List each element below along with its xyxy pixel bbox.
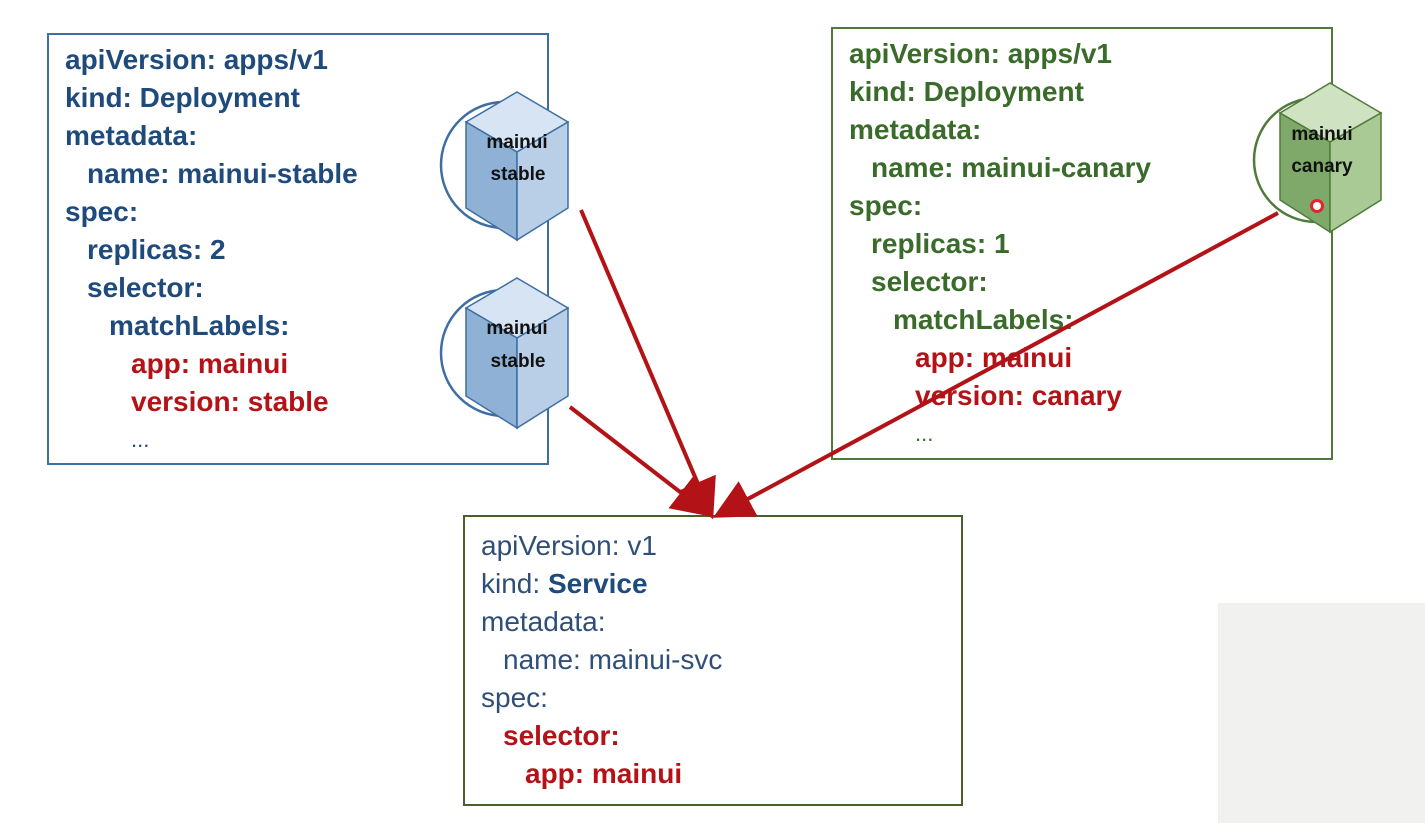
yaml-line: selector: [87,272,204,303]
yaml-line: metadata: [849,114,982,145]
service-selector-app: app: mainui [525,758,683,789]
yaml-line: name: mainui-canary [871,152,1152,183]
pod-version-label: stable [491,164,546,185]
service-box: apiVersion: v1 kind: Service metadata: n… [463,515,963,806]
service-selector: selector: [503,720,620,751]
pod-canary-1: mainui canary [1252,82,1383,234]
arrow-stable-1-to-service [579,209,716,520]
yaml-key: kind: [481,568,548,599]
stable-deployment-box: apiVersion: apps/v1 kind: Deployment met… [47,33,549,465]
pointer-dot [1310,199,1324,213]
yaml-line: matchLabels: [893,304,1074,335]
yaml-line: spec: [849,190,923,221]
yaml-label-app: app: mainui [131,348,289,379]
yaml-line: kind: Deployment [849,76,1084,107]
yaml-line: replicas: 2 [87,234,226,265]
yaml-line: metadata: [65,120,198,151]
arrow-canary-to-service [712,211,1279,518]
yaml-label-version: version: canary [915,380,1122,411]
yaml-line: apiVersion: apps/v1 [849,38,1112,69]
pod-stable-1: mainui stable [439,91,570,242]
pod-version-label: canary [1291,156,1353,177]
canary-deployment-box: apiVersion: apps/v1 kind: Deployment met… [831,27,1333,460]
yaml-ellipsis: ... [131,427,150,452]
pod-name-label: mainui [486,318,547,339]
yaml-line: name: mainui-svc [503,644,723,675]
yaml-line: replicas: 1 [871,228,1010,259]
cube-face [516,306,569,430]
yaml-line: matchLabels: [109,310,290,341]
yaml-line: apiVersion: apps/v1 [65,44,328,75]
yaml-line: spec: [481,682,548,713]
yaml-line: metadata: [481,606,606,637]
yaml-line: name: mainui-stable [87,158,358,189]
pod-name-label: mainui [486,132,547,153]
service-kind-value: Service [547,568,648,599]
yaml-line: apiVersion: v1 [481,530,657,561]
yaml-line: spec: [65,196,139,227]
cube-face [1329,111,1382,234]
canary-deployment-yaml: apiVersion: apps/v1 kind: Deployment met… [849,35,1151,453]
yaml-label-app: app: mainui [915,342,1073,373]
yaml-line: selector: [871,266,988,297]
arrow-stable-2-to-service [568,405,713,517]
stable-deployment-yaml: apiVersion: apps/v1 kind: Deployment met… [65,41,358,459]
service-yaml: apiVersion: v1 kind: Service metadata: n… [481,527,722,793]
yaml-line: kind: Deployment [65,82,300,113]
yaml-ellipsis: ... [915,421,934,446]
yaml-label-version: version: stable [131,386,329,417]
pod-version-label: stable [491,351,546,372]
pod-stable-2: mainui stable [439,277,570,430]
corner-smudge [1218,603,1425,823]
yaml-line: kind: Service [481,565,722,603]
pod-name-label: mainui [1291,124,1352,145]
cube-face [516,120,569,242]
